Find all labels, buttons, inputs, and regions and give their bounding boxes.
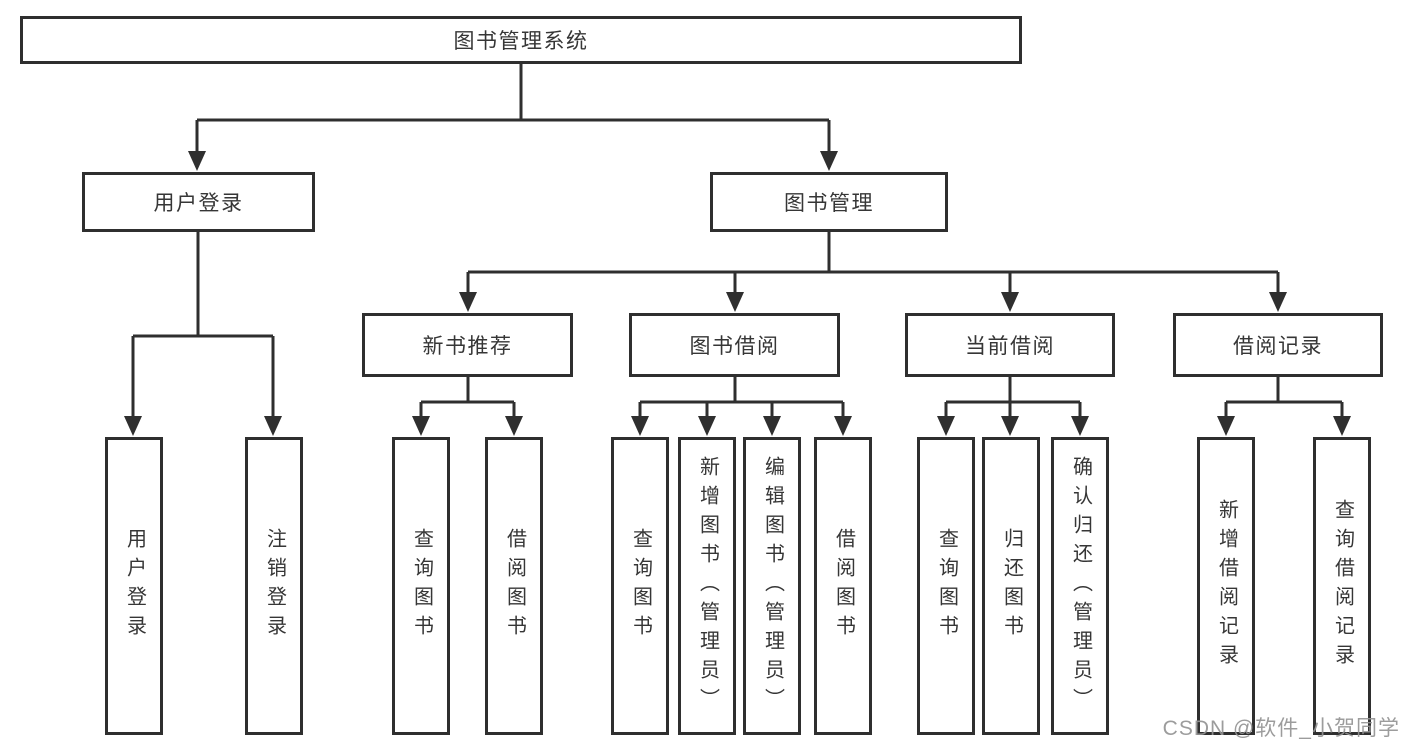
node-book-mgmt-group: 图书管理: [710, 172, 948, 232]
node-leaf-cb-confirm-return: 确认归还（管理员）: [1051, 437, 1109, 735]
arrow-icon: [1001, 416, 1019, 436]
connector-book-borrow-to-leaves: [638, 377, 845, 423]
arrow-icon: [124, 416, 142, 436]
node-book-borrow-label: 图书借阅: [689, 335, 780, 358]
connector-new-book-rec-to-leaves: [419, 377, 516, 423]
node-leaf-nbr-query-books: 查询图书: [392, 437, 450, 735]
node-current-borrow-label: 当前借阅: [965, 335, 1055, 358]
node-leaf-cb-query-books: 查询图书: [917, 437, 975, 735]
csdn-watermark: CSDN @软件_小贺同学: [1162, 717, 1400, 740]
node-current-borrow: 当前借阅: [905, 313, 1115, 377]
connector-book-mgmt-to-level2: [466, 232, 1280, 299]
arrow-icon: [726, 292, 744, 312]
node-root-label: 图书管理系统: [453, 30, 589, 53]
node-leaf-br-add-record: 新增借阅记录: [1197, 437, 1255, 735]
node-leaf-bb-query-books: 查询图书: [611, 437, 669, 735]
arrow-icon: [1217, 416, 1235, 436]
connector-current-borrow-to-leaves: [944, 377, 1082, 423]
arrow-icon: [1333, 416, 1351, 436]
node-leaf-bb-borrow-books-label: 借阅图书: [832, 528, 855, 644]
arrow-icon: [834, 416, 852, 436]
node-leaf-logout: 注销登录: [245, 437, 303, 735]
node-leaf-bb-edit-books: 编辑图书（管理员）: [743, 437, 801, 735]
arrow-icon: [631, 416, 649, 436]
node-leaf-bb-borrow-books: 借阅图书: [814, 437, 872, 735]
node-leaf-cb-return-books: 归还图书: [982, 437, 1040, 735]
arrow-icon: [1071, 416, 1089, 436]
arrow-icon: [264, 416, 282, 436]
node-leaf-bb-add-books: 新增图书（管理员）: [678, 437, 736, 735]
node-leaf-nbr-query-books-label: 查询图书: [410, 528, 433, 644]
node-root: 图书管理系统: [20, 16, 1022, 64]
node-leaf-user-login-label: 用户登录: [123, 528, 146, 644]
node-borrow-record: 借阅记录: [1173, 313, 1383, 377]
connector-root-to-level1: [195, 64, 831, 158]
node-leaf-cb-confirm-return-label: 确认归还（管理员）: [1069, 455, 1092, 717]
arrow-icon: [763, 416, 781, 436]
node-book-mgmt-group-label: 图书管理: [784, 192, 874, 215]
node-leaf-cb-return-books-label: 归还图书: [1000, 528, 1023, 644]
arrow-icon: [698, 416, 716, 436]
node-leaf-bb-query-books-label: 查询图书: [629, 528, 652, 644]
node-borrow-record-label: 借阅记录: [1233, 335, 1323, 358]
node-leaf-br-query-record-label: 查询借阅记录: [1331, 499, 1354, 673]
arrow-icon: [1269, 292, 1287, 312]
arrow-icon: [459, 292, 477, 312]
node-leaf-nbr-borrow-books-label: 借阅图书: [503, 528, 526, 644]
connector-borrow-record-to-leaves: [1224, 377, 1344, 423]
node-leaf-bb-edit-books-label: 编辑图书（管理员）: [761, 455, 784, 717]
arrow-icon: [412, 416, 430, 436]
arrow-icon: [505, 416, 523, 436]
node-leaf-nbr-borrow-books: 借阅图书: [485, 437, 543, 735]
node-user-login-group-label: 用户登录: [153, 192, 244, 215]
node-leaf-cb-query-books-label: 查询图书: [935, 528, 958, 644]
node-leaf-bb-add-books-label: 新增图书（管理员）: [696, 455, 719, 717]
node-user-login-group: 用户登录: [82, 172, 315, 232]
node-leaf-br-query-record: 查询借阅记录: [1313, 437, 1371, 735]
node-book-borrow: 图书借阅: [629, 313, 840, 377]
node-new-book-rec-label: 新书推荐: [422, 335, 513, 358]
arrow-icon: [937, 416, 955, 436]
arrow-icon: [1001, 292, 1019, 312]
node-leaf-user-login: 用户登录: [105, 437, 163, 735]
connector-user-login-to-leaves: [131, 232, 275, 423]
arrow-icon: [820, 151, 838, 171]
node-leaf-br-add-record-label: 新增借阅记录: [1215, 499, 1238, 673]
arrowheads: [124, 151, 1351, 436]
arrow-icon: [188, 151, 206, 171]
node-leaf-logout-label: 注销登录: [263, 528, 286, 644]
node-new-book-rec: 新书推荐: [362, 313, 573, 377]
